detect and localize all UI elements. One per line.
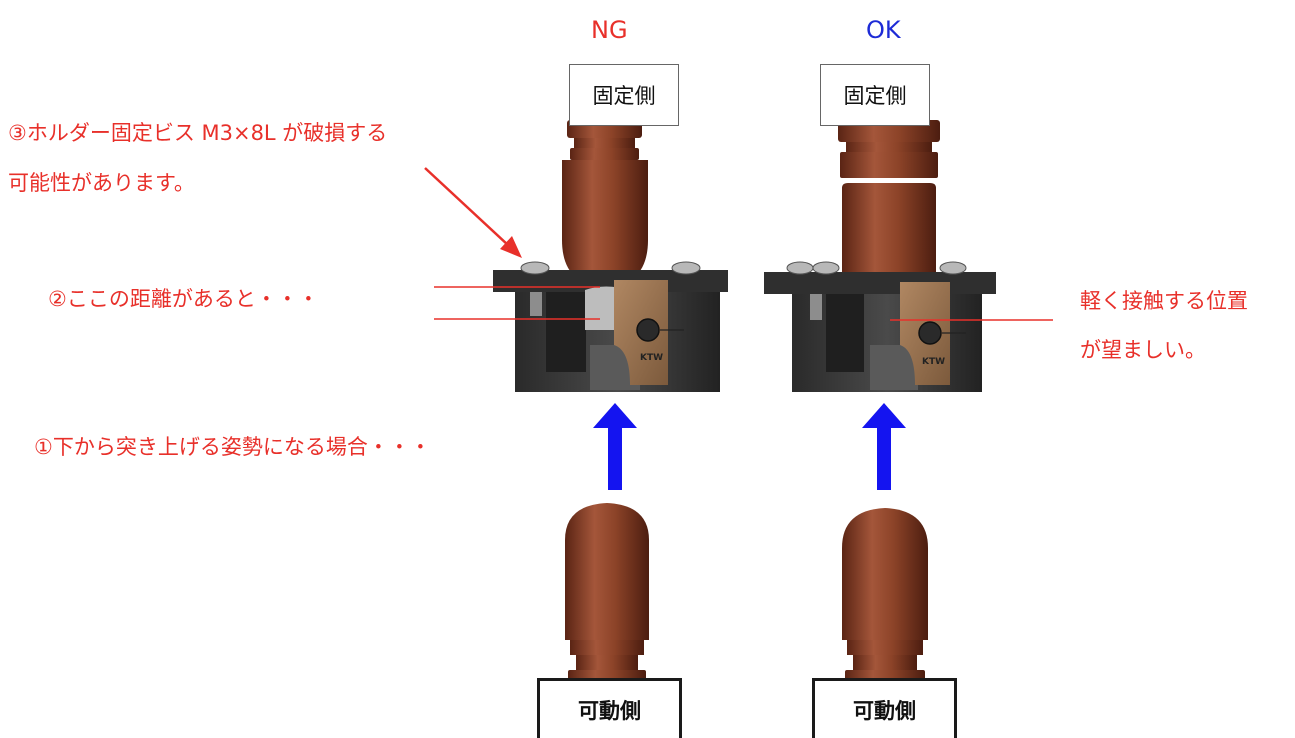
note-3-line1: ③ホルダー固定ビス M3×8L が破損する xyxy=(8,121,388,145)
ng-status-label: NG xyxy=(591,16,628,44)
ng-engraving: KTW xyxy=(640,353,663,363)
ok-movable-side-label: 可動側 xyxy=(853,698,916,723)
note-2: ②ここの距離があると・・・ xyxy=(48,287,319,311)
note-3-line2: 可能性があります。 xyxy=(8,171,195,195)
ok-bolt-left-1 xyxy=(786,261,814,275)
ng-push-arrow xyxy=(593,403,637,490)
ng-lower-pin xyxy=(565,503,649,685)
ok-holder: KTW xyxy=(764,261,996,392)
ok-status-label: OK xyxy=(866,16,901,44)
ok-assembly: KTW xyxy=(764,120,1053,685)
ng-callout-arrow xyxy=(424,167,522,258)
ok-movable-side-box: 可動側 xyxy=(812,678,957,738)
ng-fixed-side-box: 固定側 xyxy=(569,64,679,126)
ng-assembly: KTW xyxy=(424,120,728,685)
ok-engraving: KTW xyxy=(922,357,945,367)
ng-movable-side-label: 可動側 xyxy=(578,698,641,723)
ng-upper-pin xyxy=(562,120,648,288)
ng-bolt-left xyxy=(520,261,550,275)
note-1: ①下から突き上げる姿勢になる場合・・・ xyxy=(34,435,431,459)
ok-push-arrow xyxy=(862,403,906,490)
ok-lower-pin xyxy=(842,508,928,685)
note-ok-line1: 軽く接触する位置 xyxy=(1080,289,1248,313)
ok-fixed-side-label: 固定側 xyxy=(843,84,907,108)
note-ok-line2: が望ましい。 xyxy=(1080,338,1206,362)
ng-bolt-right xyxy=(671,261,701,275)
ng-fixed-side-label: 固定側 xyxy=(592,84,656,108)
ok-screw-head xyxy=(918,321,942,345)
ok-fixed-side-box: 固定側 xyxy=(820,64,930,126)
ng-movable-side-box: 可動側 xyxy=(537,678,682,738)
ok-bolt-left-2 xyxy=(812,261,840,275)
ng-holder: KTW xyxy=(493,261,728,392)
ok-bolt-right xyxy=(939,261,967,275)
ng-screw-head xyxy=(636,318,660,342)
